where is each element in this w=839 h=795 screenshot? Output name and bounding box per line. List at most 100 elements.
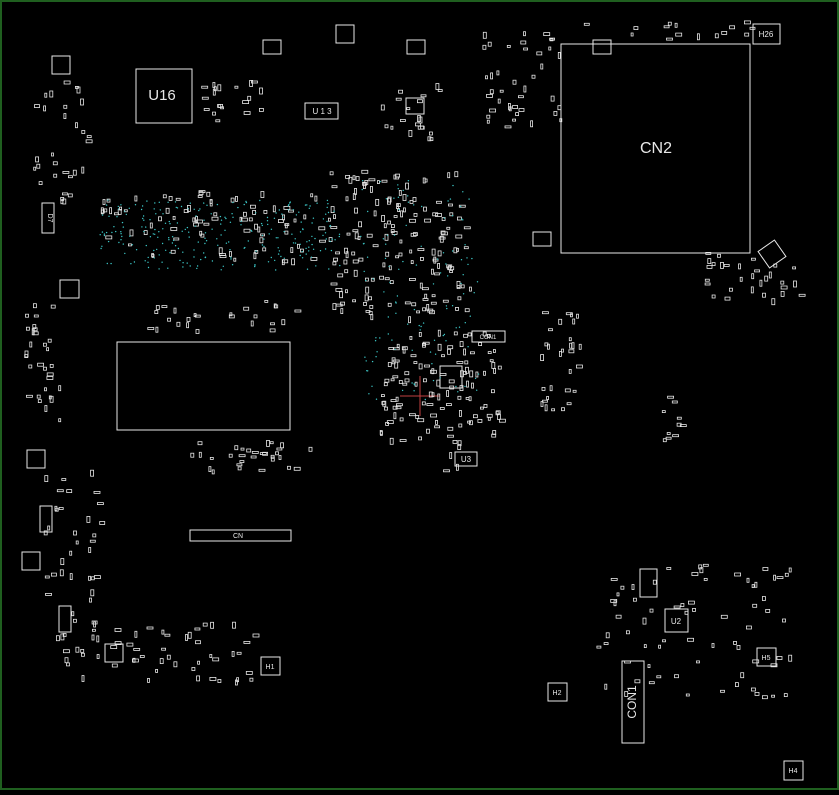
smd-pad	[58, 418, 62, 423]
smd-pad	[428, 391, 433, 398]
smd-pad	[429, 137, 434, 142]
smd-pad	[405, 182, 410, 190]
via	[231, 213, 233, 215]
hole-h2[interactable]	[547, 682, 568, 702]
hole-h4[interactable]	[783, 760, 804, 781]
smd-pad	[111, 663, 118, 668]
smd-pad	[420, 94, 427, 98]
smd-pad	[744, 32, 750, 37]
cn2-outline[interactable]	[560, 43, 751, 254]
cpu-outline[interactable]	[116, 341, 291, 431]
hole-h26[interactable]	[752, 23, 781, 45]
smd-pad	[259, 87, 263, 95]
via	[211, 228, 213, 230]
via	[230, 256, 232, 259]
smd-pad	[603, 642, 609, 645]
smd-pad	[674, 674, 679, 679]
smd-pad	[54, 507, 59, 512]
hole-h1[interactable]	[260, 656, 281, 676]
smd-pad	[390, 378, 395, 382]
cn-outline[interactable]	[189, 529, 292, 542]
ic-small3	[104, 643, 124, 663]
smd-pad	[776, 576, 784, 579]
smd-pad	[393, 174, 397, 180]
smd-pad	[746, 577, 750, 583]
via	[164, 222, 167, 224]
smd-pad	[486, 119, 490, 124]
smd-pad	[44, 92, 48, 98]
smd-pad	[58, 507, 64, 510]
via	[156, 248, 158, 251]
smd-pad	[155, 305, 160, 310]
u3-outline[interactable]	[454, 451, 478, 467]
via	[189, 265, 191, 267]
conn-small-outline[interactable]	[471, 330, 506, 343]
smd-pad	[165, 207, 170, 214]
smd-pad	[270, 456, 275, 462]
smd-pad	[358, 221, 363, 228]
u13-outline[interactable]	[304, 102, 339, 120]
smd-pad	[780, 280, 785, 285]
via	[120, 204, 122, 206]
smd-pad	[663, 25, 670, 29]
smd-pad	[250, 80, 258, 84]
smd-pad	[114, 641, 122, 645]
smd-pad	[243, 306, 250, 311]
cap-block-outline[interactable]	[639, 568, 658, 598]
via	[308, 246, 310, 248]
smd-pad	[395, 97, 402, 101]
smd-pad	[576, 313, 579, 319]
smd-pad	[194, 627, 201, 631]
smd-pad	[443, 469, 450, 473]
smd-pad	[198, 191, 204, 196]
via	[117, 208, 120, 210]
smd-pad	[190, 452, 195, 458]
smd-pad	[215, 119, 221, 123]
via	[103, 234, 106, 237]
via	[219, 215, 222, 218]
smd-pad	[250, 455, 257, 459]
con1-outline[interactable]	[621, 660, 645, 744]
smd-pad	[63, 104, 68, 109]
hole-h5[interactable]	[756, 647, 777, 667]
via	[167, 201, 169, 203]
smd-pad	[365, 286, 370, 294]
u16-outline[interactable]	[135, 68, 193, 124]
smd-pad	[463, 333, 469, 338]
smd-pad	[85, 139, 93, 144]
smd-pad	[229, 312, 233, 317]
smd-pad	[388, 347, 395, 350]
smd-pad	[354, 187, 357, 195]
smd-pad	[387, 220, 392, 225]
smd-pad	[455, 463, 459, 471]
smd-pad	[449, 385, 455, 390]
h4-label: H4	[789, 768, 798, 775]
via	[168, 220, 170, 223]
smd-pad	[564, 388, 571, 393]
smd-pad	[572, 318, 576, 325]
smd-pad	[385, 251, 390, 257]
via	[145, 244, 147, 247]
via	[165, 249, 167, 251]
smd-pad	[604, 683, 608, 690]
u2-outline[interactable]	[664, 608, 689, 633]
via	[111, 231, 113, 234]
smd-pad	[218, 104, 222, 108]
via	[289, 202, 291, 204]
via	[328, 268, 330, 270]
smd-pad	[446, 390, 450, 397]
smd-pad	[395, 396, 399, 402]
via	[455, 385, 457, 388]
via	[168, 239, 170, 241]
via	[439, 377, 441, 379]
d7-outline[interactable]	[41, 202, 55, 234]
via	[432, 283, 435, 285]
smd-pad	[531, 74, 536, 79]
via	[120, 233, 122, 235]
smd-pad	[264, 299, 269, 303]
smd-pad	[550, 95, 555, 102]
smd-pad	[419, 282, 423, 289]
smd-pad	[219, 255, 227, 259]
